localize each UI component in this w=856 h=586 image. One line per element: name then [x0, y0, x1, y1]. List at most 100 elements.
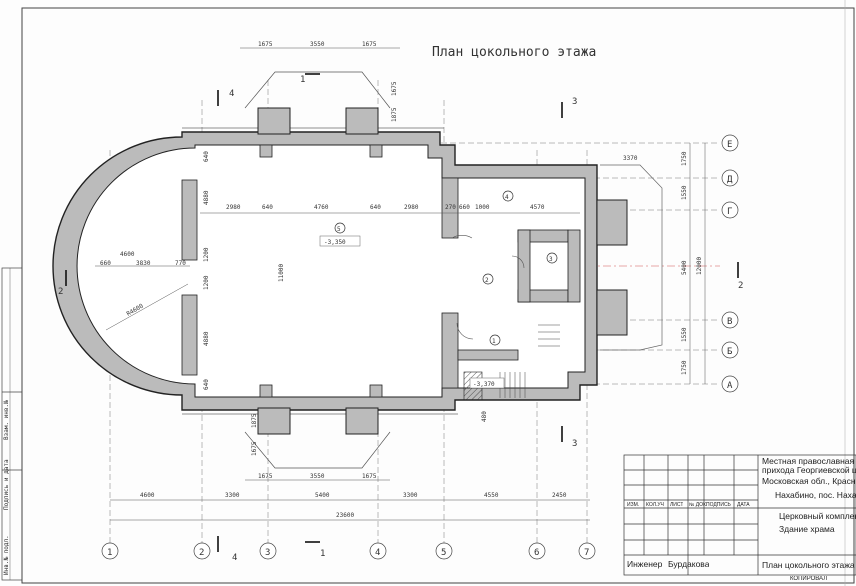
dim-hall-1: 640: [203, 151, 210, 162]
dim-hall-5: 4880: [203, 331, 210, 346]
dim-right-4: 12000: [696, 257, 703, 275]
room-4: 4: [505, 194, 509, 201]
tb-copied: КОПИРОВАЛ: [790, 576, 828, 582]
axis-d: Д: [727, 175, 733, 185]
tb-col-doc: № ДОК.: [689, 502, 708, 508]
axis-bubbles: [101, 134, 739, 560]
dim-bot-side-1: 1875: [251, 413, 258, 428]
section-4-bottom: 4: [232, 553, 237, 563]
dim-inner-2: 640: [262, 204, 273, 211]
dim-row1-1: 4600: [140, 492, 155, 499]
dim-hall-4: 1200: [203, 275, 210, 290]
stamp-replace: Взам. инв.№: [3, 400, 10, 440]
dim-total: 23600: [336, 512, 354, 519]
axis-e: Е: [727, 140, 732, 150]
east-buttresses: [596, 199, 628, 336]
tb-role: Инженер: [627, 559, 663, 569]
axis-3: 3: [265, 548, 270, 558]
dim-top-3: 1675: [362, 41, 377, 48]
tb-person: Бурдакова: [668, 559, 710, 569]
dim-row1-6: 2450: [552, 492, 567, 499]
axis-v: В: [727, 317, 732, 327]
porticos: [257, 107, 379, 435]
dim-inner-9: 4570: [530, 204, 545, 211]
tb-project-1: Церковный комплекс: [779, 511, 856, 521]
plan-title: План цокольного этажа: [432, 45, 596, 60]
stamp-sign: Подпись и дата: [3, 459, 10, 510]
dim-top-1: 1675: [258, 41, 273, 48]
dim-apse-1: 4600: [120, 251, 135, 258]
tb-sheet-name: План цокольного этажа: [762, 560, 855, 570]
dim-row1-5: 4550: [484, 492, 499, 499]
tb-address-2: Нахабино, пос. Нахаб: [775, 490, 856, 500]
portico-outlines: [244, 71, 391, 469]
dim-inner-6: 270: [445, 204, 456, 211]
dim-inner-4: 640: [370, 204, 381, 211]
dim-top-side-2: 1875: [391, 107, 398, 122]
dim-hall-7: 11000: [278, 264, 285, 282]
dim-apse-2: 660: [100, 260, 111, 267]
dim-bot-portico-3: 1675: [362, 473, 377, 480]
dim-inner-1: 2980: [226, 204, 241, 211]
tb-org-line2: прихода Георгиевской ц: [762, 465, 856, 475]
section-4-top: 4: [229, 89, 234, 99]
tb-project-2: Здание храма: [779, 524, 835, 534]
title-block-grid: [623, 454, 856, 576]
tb-col-date: ДАТА: [737, 502, 750, 508]
dim-right-2: 1550: [681, 185, 688, 200]
dim-bot-portico-1: 1675: [258, 473, 273, 480]
tb-org-line1: Местная православная: [762, 456, 855, 466]
dim-hall-2: 4880: [203, 190, 210, 205]
dim-inner-3: 4760: [314, 204, 329, 211]
axis-5: 5: [441, 548, 446, 558]
axis-g: Г: [727, 207, 732, 217]
dim-row1-2: 3300: [225, 492, 240, 499]
section-1-bottom: 1: [320, 549, 325, 559]
section-2-left: 2: [58, 287, 63, 297]
stamp-inv: Инв.№ подл.: [3, 535, 10, 575]
dim-inner-7: 660: [459, 204, 470, 211]
axis-2: 2: [199, 548, 204, 558]
stairs: [499, 324, 560, 398]
section-cut-marks: [65, 73, 739, 552]
dim-inner-8: 1000: [475, 204, 490, 211]
room-5: 5: [337, 226, 341, 233]
section-3-top: 3: [572, 97, 577, 107]
tb-col-kol: КОЛ.УЧ: [646, 502, 664, 508]
dim-top-2: 3550: [310, 41, 325, 48]
dimension-lines: [95, 47, 706, 521]
dim-right-5: 1550: [681, 327, 688, 342]
dim-hall-6: 640: [203, 379, 210, 390]
tb-col-izm: ИЗМ.: [627, 502, 640, 508]
side-stamp: Инв.№ подл. Подпись и дата Взам. инв.№: [1, 267, 23, 581]
level-main: -3,350: [324, 239, 346, 246]
dim-apse-3: 3830: [136, 260, 151, 267]
dim-misc: 480: [481, 411, 488, 422]
dim-row1-4: 3300: [403, 492, 418, 499]
room-2: 2: [485, 277, 489, 284]
axis-7: 7: [584, 548, 589, 558]
axis-6: 6: [534, 548, 539, 558]
dim-right-1: 1750: [681, 151, 688, 166]
dim-top-side-1: 1675: [391, 81, 398, 96]
section-3-bottom: 3: [572, 439, 577, 449]
room-markers: [334, 190, 558, 346]
axis-b: Б: [727, 347, 732, 357]
room-1: 1: [492, 338, 496, 345]
room-3: 3: [549, 256, 553, 263]
dim-inner-5: 2980: [404, 204, 419, 211]
section-1-top: 1: [300, 75, 305, 85]
dim-row1-3: 5400: [315, 492, 330, 499]
dim-apse-4: 770: [175, 260, 186, 267]
axis-4: 4: [375, 548, 380, 558]
tb-col-list: ЛИСТ: [670, 502, 684, 508]
axis-a: А: [727, 381, 733, 391]
level-stair: -3,370: [473, 381, 495, 388]
dim-right-6: 1750: [681, 360, 688, 375]
tb-address-1: Московская обл., Красн: [762, 476, 856, 486]
axis-1: 1: [107, 548, 112, 558]
tb-col-sign: ПОДПИСЬ: [706, 502, 731, 508]
building-walls: [52, 127, 598, 415]
